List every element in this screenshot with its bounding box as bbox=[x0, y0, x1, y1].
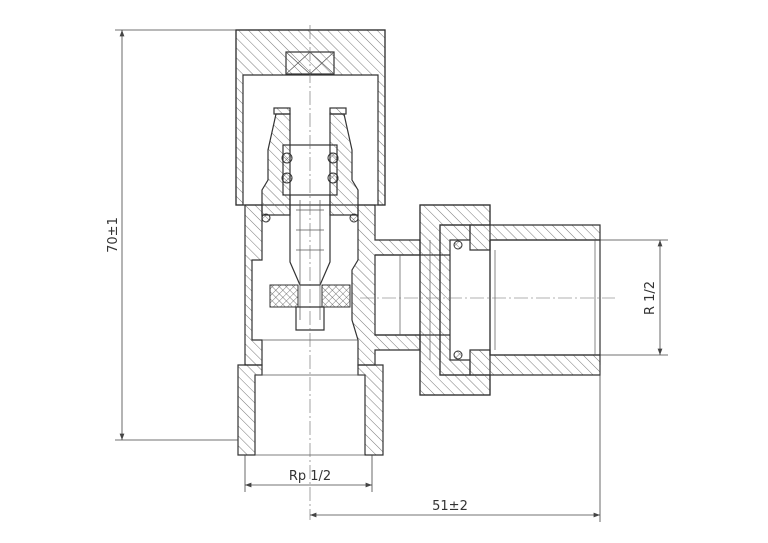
dimension-offset: 51±2 bbox=[310, 365, 601, 522]
dimension-inlet-thread: Rp 1/2 bbox=[244, 455, 373, 492]
height-label: 70±1 bbox=[106, 217, 121, 253]
inlet-thread-label: Rp 1/2 bbox=[289, 469, 331, 484]
tail-piece bbox=[469, 224, 601, 376]
dimension-height: 70±1 bbox=[106, 29, 238, 441]
union-nut bbox=[375, 204, 491, 396]
outlet-thread-label: R 1/2 bbox=[643, 281, 658, 315]
valve-body bbox=[237, 204, 421, 456]
offset-label: 51±2 bbox=[432, 499, 468, 514]
dimension-outlet-thread: R 1/2 bbox=[600, 239, 668, 356]
valve-cap bbox=[235, 29, 386, 206]
